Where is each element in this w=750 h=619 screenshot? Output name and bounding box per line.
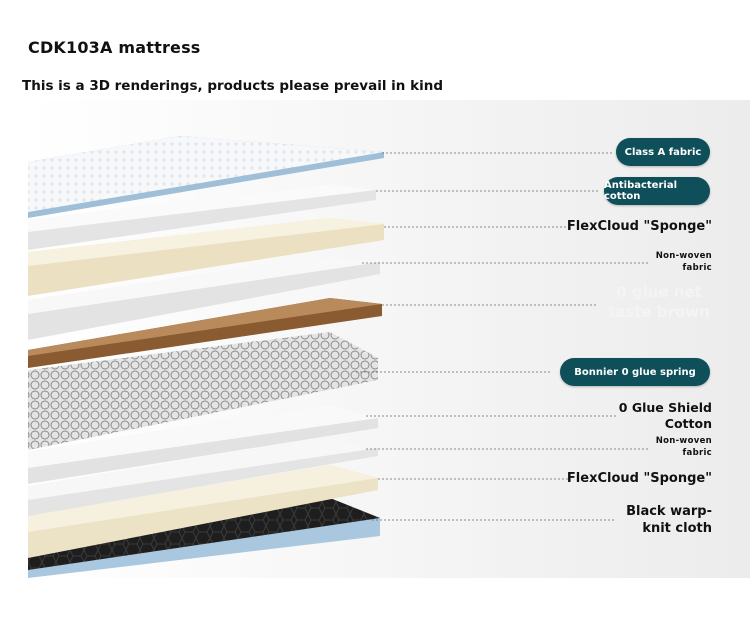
black-warp-line1: Black warp-	[626, 504, 712, 519]
nonwoven-bottom-line1: Non-woven	[655, 436, 712, 446]
glue-net-label: 0 glue net taste brown	[600, 282, 718, 322]
layer-bonnier-spring	[28, 332, 378, 450]
flexcloud-sponge-bottom-label: FlexCloud "Sponge"	[566, 471, 712, 486]
layer-black-warp-knit	[28, 498, 380, 578]
layer-class-a-fabric	[28, 136, 384, 218]
layer-flexcloud-sponge-bottom	[28, 465, 378, 558]
glue-net-line1: 0 glue net	[616, 283, 702, 301]
layer-brown-net	[28, 298, 382, 368]
layer-shield-cotton	[28, 404, 378, 484]
nonwoven-fabric-bottom-label: Non-woven fabric	[656, 435, 712, 459]
flexcloud-sponge-top-label: FlexCloud "Sponge"	[566, 219, 712, 234]
black-warp-line2: knit cloth	[642, 521, 712, 536]
nonwoven-bottom-line2: fabric	[682, 448, 712, 458]
class-a-fabric-badge: Class A fabric	[616, 138, 710, 166]
leader-lines	[356, 152, 650, 521]
shield-cotton-line1: 0 Glue Shield	[618, 400, 712, 415]
black-warp-knit-label: Black warp- knit cloth	[626, 503, 712, 537]
shield-cotton-line2: Cotton	[664, 416, 712, 431]
page-subtitle: This is a 3D renderings, products please…	[22, 78, 443, 94]
bonnier-spring-badge: Bonnier 0 glue spring	[560, 358, 710, 386]
page-title: CDK103A mattress	[28, 38, 201, 57]
glue-net-line2: taste brown	[608, 303, 710, 321]
nonwoven-fabric-top-label: Non-woven fabric	[656, 250, 712, 274]
nonwoven-top-line2: fabric	[682, 263, 712, 273]
mattress-layers-illustration: Class A fabric Antibacterial cotton Flex…	[0, 100, 750, 590]
nonwoven-top-line1: Non-woven	[655, 251, 712, 261]
layer-flexcloud-sponge-top	[28, 218, 384, 296]
shield-cotton-label: 0 Glue Shield Cotton	[619, 400, 712, 432]
layer-antibacterial-cotton	[28, 184, 376, 250]
antibacterial-cotton-badge: Antibacterial cotton	[604, 177, 710, 205]
layer-nonwoven-bottom	[28, 437, 378, 516]
layer-nonwoven-top	[28, 256, 380, 340]
